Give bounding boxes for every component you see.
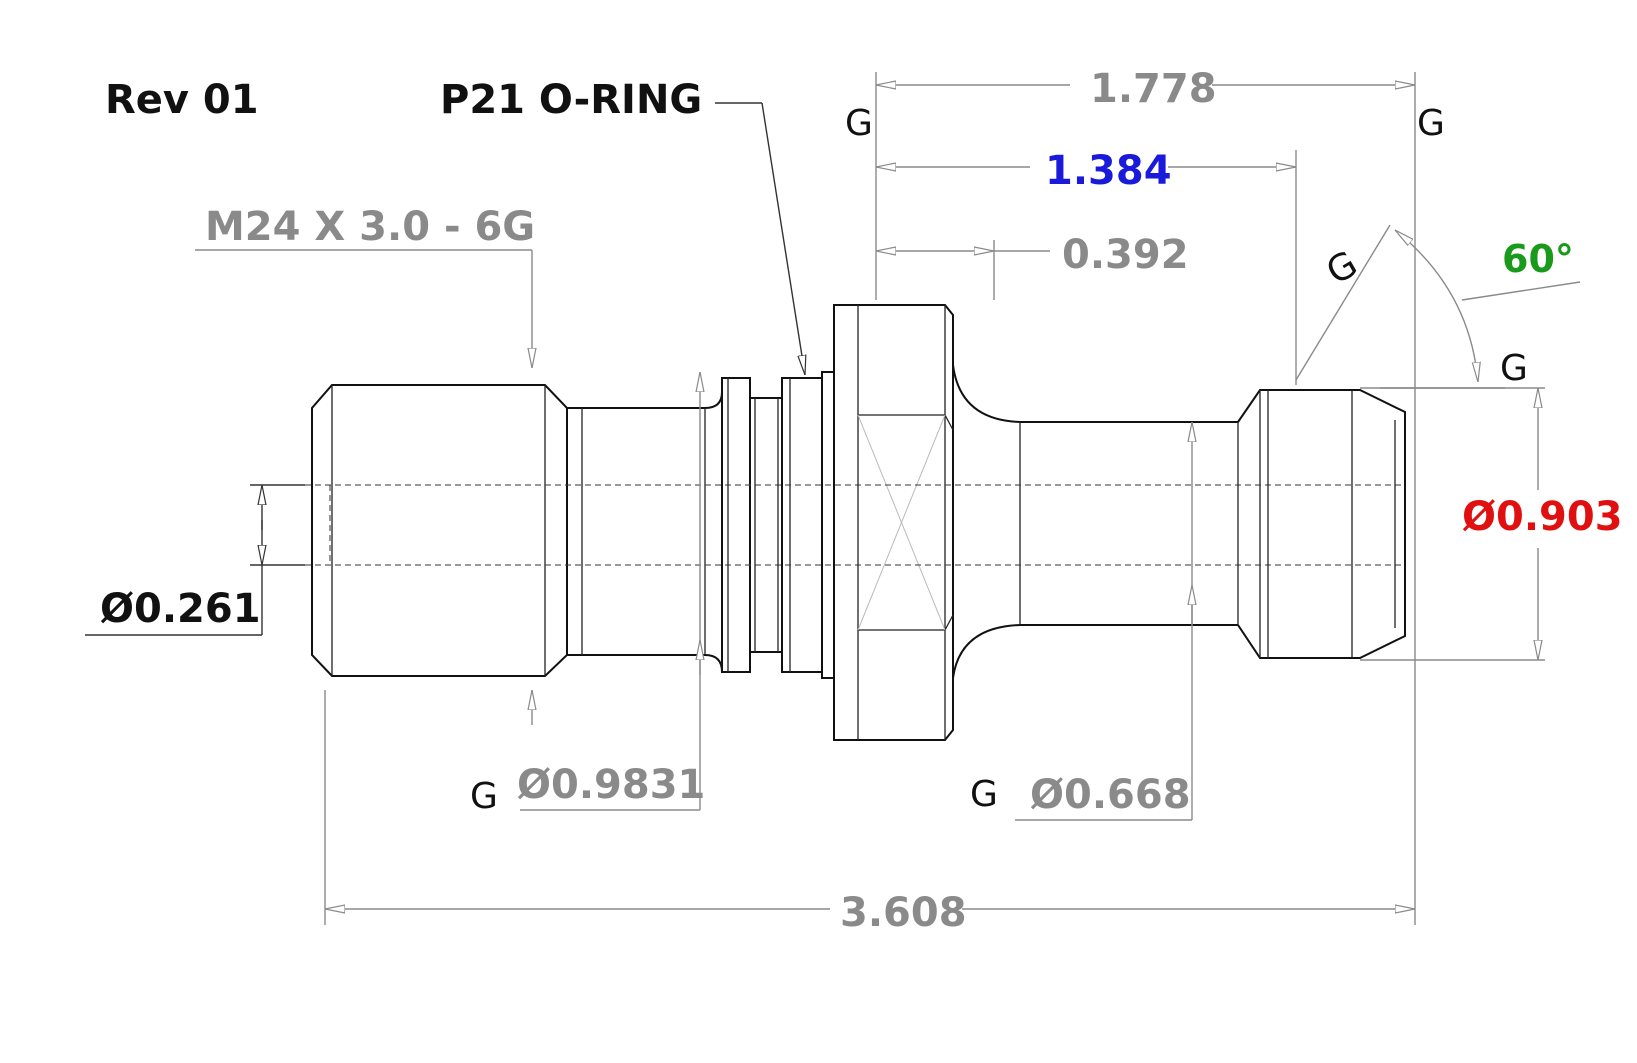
dim-flange-thickness: 0.392 — [1062, 232, 1189, 278]
dim-overall-length: 3.608 — [840, 890, 967, 936]
dimension-lines — [195, 72, 1581, 925]
gauge-mark-flange: G — [845, 103, 873, 144]
bore-dimension — [85, 484, 305, 636]
dim-shank-diameter: Ø0.9831 — [517, 762, 705, 808]
dim-neck-diameter: Ø0.668 — [1030, 772, 1191, 818]
revision-label: Rev 01 — [105, 77, 259, 123]
dim-head-diameter: Ø0.903 — [1462, 494, 1623, 540]
dim-flange-to-end: 1.778 — [1090, 66, 1217, 112]
oring-leader — [715, 102, 805, 375]
part-outline — [311, 304, 1406, 741]
oring-callout: P21 O-RING — [440, 77, 702, 123]
gauge-mark-shank: G — [470, 776, 498, 817]
dim-bore-diameter: Ø0.261 — [100, 586, 261, 632]
dim-flange-to-taper: 1.384 — [1045, 148, 1172, 194]
gauge-mark-taper: G — [1320, 244, 1365, 293]
thread-callout: M24 X 3.0 - 6G — [205, 204, 535, 250]
bore-hidden-lines — [305, 484, 1405, 566]
gauge-mark-end: G — [1417, 103, 1445, 144]
dim-taper-angle: 60° — [1502, 237, 1574, 281]
gauge-mark-neck: G — [970, 774, 998, 815]
gauge-mark-head: G — [1500, 348, 1528, 389]
